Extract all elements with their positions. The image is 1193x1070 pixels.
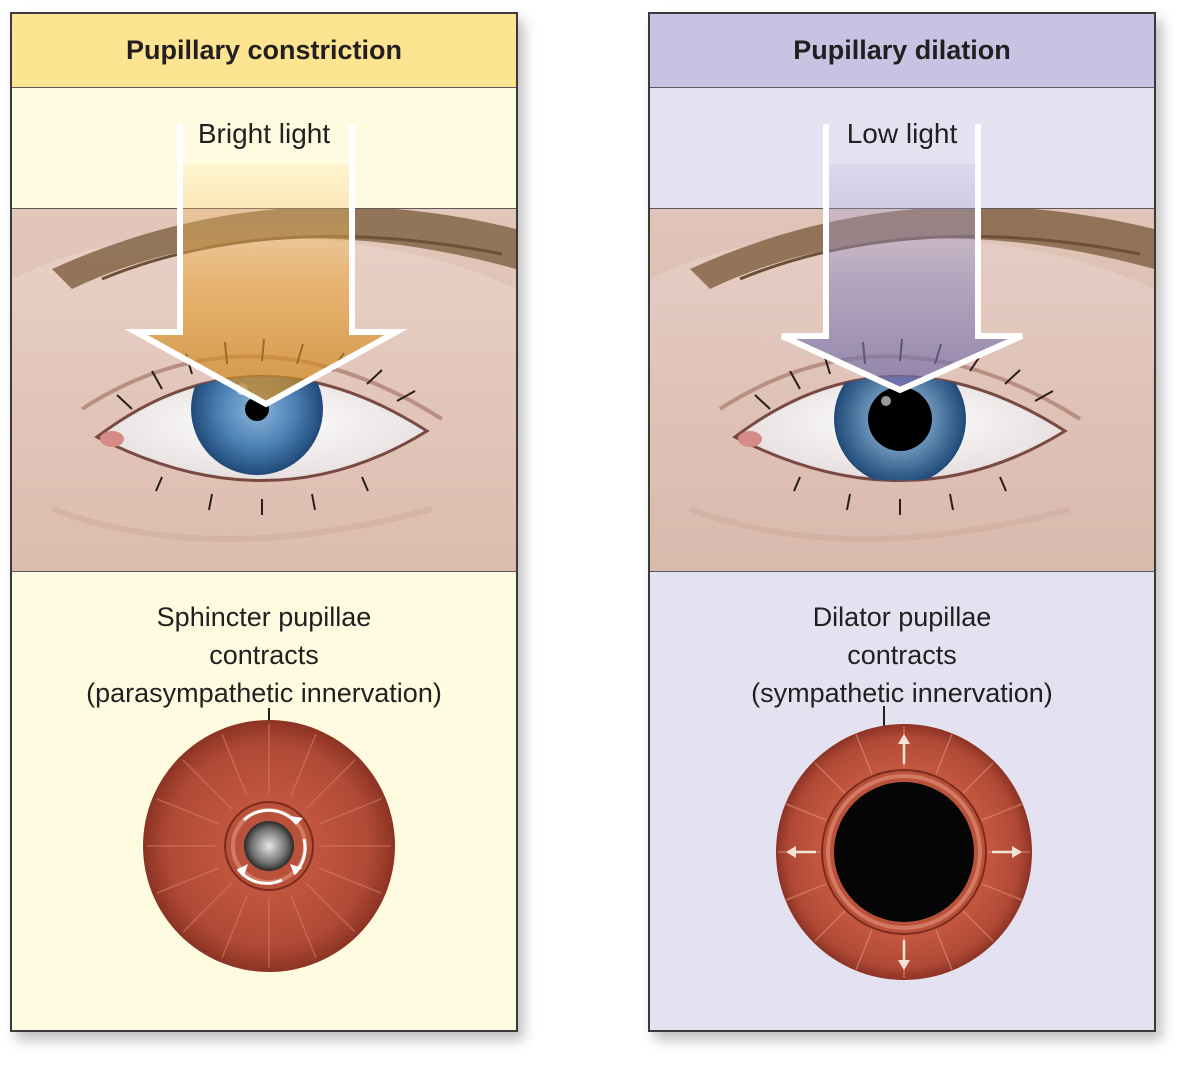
muscle-line-2: contracts — [847, 640, 957, 670]
eye-illustration — [650, 208, 1154, 572]
light-label: Low light — [846, 118, 958, 149]
panel-title: Pupillary constriction — [12, 14, 516, 88]
contraction-arrow-icon — [786, 734, 1022, 970]
muscle-line-1: Dilator pupillae — [812, 602, 992, 632]
muscle-line-2: contracts — [209, 640, 319, 670]
light-label: Bright light — [197, 118, 331, 149]
muscle-line-1: Sphincter pupillae — [156, 602, 372, 632]
constriction-panel: Pupillary constriction Bright light — [10, 12, 518, 1032]
muscle-description: Dilator pupillae contracts (sympathetic … — [650, 598, 1154, 712]
dilation-panel: Pupillary dilation Low light — [648, 12, 1156, 1032]
panel-title: Pupillary dilation — [650, 14, 1154, 88]
muscle-line-3: (sympathetic innervation) — [751, 678, 1053, 708]
sphincter-muscle-diagram — [143, 708, 395, 972]
muscle-line-3: (parasympathetic innervation) — [86, 678, 442, 708]
muscle-description: Sphincter pupillae contracts (parasympat… — [12, 598, 516, 712]
eye-illustration — [12, 208, 516, 572]
dilator-muscle-diagram — [776, 706, 1032, 980]
